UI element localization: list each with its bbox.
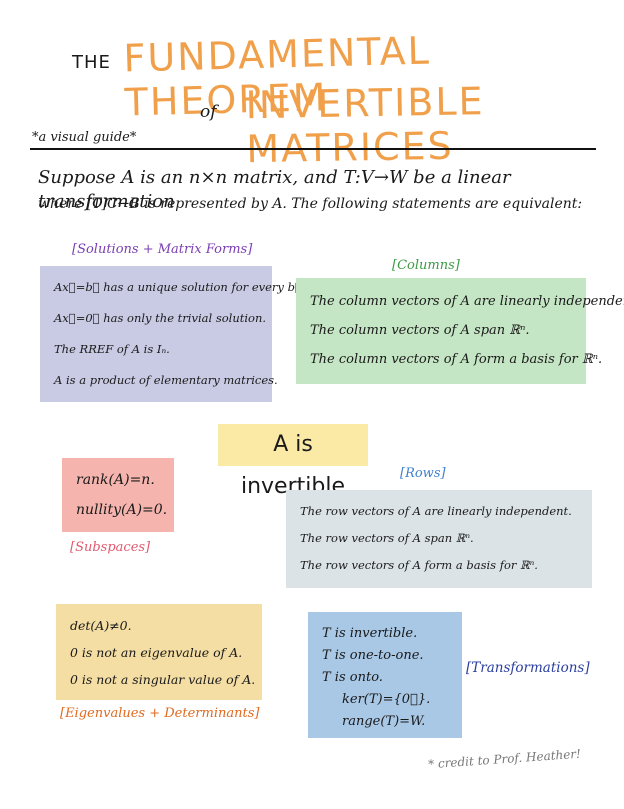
rows-line: The row vectors of A form a basis for ℝⁿ… xyxy=(300,558,538,572)
intro-line-2: where [T]C←B is represented by A. The fo… xyxy=(38,196,583,212)
solutions-line: Ax⃗=b⃗ has a unique solution for every b… xyxy=(54,280,329,294)
credit-note: * credit to Prof. Heather! xyxy=(427,746,582,772)
divider xyxy=(30,148,596,150)
transform-line: T is one-to-one. xyxy=(322,648,424,663)
columns-line: The column vectors of A are linearly ind… xyxy=(310,294,624,309)
solutions-line: A is a product of elementary matrices. xyxy=(54,373,278,387)
columns-line: The column vectors of A span ℝⁿ. xyxy=(310,323,530,338)
title-of: of xyxy=(200,102,217,122)
title-main-line2: INVERTIBLE MATRICES xyxy=(245,79,485,172)
transform-line: ker(T)={0⃗}. xyxy=(342,692,431,707)
subspaces-line: rank(A)=n. xyxy=(76,472,155,488)
columns-line: The column vectors of A form a basis for… xyxy=(310,352,603,367)
intro-line-1: Suppose A is an n×n matrix, and T:V→W be… xyxy=(38,167,511,212)
solutions-line: Ax⃗=0⃗ has only the trivial solution. xyxy=(54,311,267,325)
rows-box: The row vectors of A are linearly indepe… xyxy=(286,490,592,588)
center-statement: A is invertible xyxy=(218,424,368,499)
rows-label: [Rows] xyxy=(400,466,446,481)
transform-box: T is invertible. T is one-to-one. T is o… xyxy=(308,612,462,738)
subtitle: *a visual guide* xyxy=(32,130,137,145)
subspaces-label: [Subspaces] xyxy=(70,540,151,555)
eigen-line: 0 is not a singular value of A. xyxy=(70,672,256,687)
columns-label: [Columns] xyxy=(392,258,460,273)
eigen-label: [Eigenvalues + Determinants] xyxy=(60,706,260,721)
subspaces-box: rank(A)=n. nullity(A)=0. xyxy=(62,458,174,532)
solutions-line: The RREF of A is Iₙ. xyxy=(54,342,170,356)
eigen-line: det(A)≠0. xyxy=(70,618,132,633)
transform-line: T is onto. xyxy=(322,670,383,685)
eigen-line: 0 is not an eigenvalue of A. xyxy=(70,645,243,660)
rows-line: The row vectors of A are linearly indepe… xyxy=(300,504,572,518)
rows-line: The row vectors of A span ℝⁿ. xyxy=(300,531,474,545)
transform-label: [Transformations] xyxy=(466,660,590,676)
title-the: THE xyxy=(72,52,111,73)
transform-line: T is invertible. xyxy=(322,626,418,641)
columns-box: The column vectors of A are linearly ind… xyxy=(296,278,624,384)
transform-line: range(T)=W. xyxy=(342,714,426,729)
subspaces-line: nullity(A)=0. xyxy=(76,502,168,518)
solutions-box: Ax⃗=b⃗ has a unique solution for every b… xyxy=(40,266,329,402)
eigen-box: det(A)≠0. 0 is not an eigenvalue of A. 0… xyxy=(56,604,262,700)
solutions-label: [Solutions + Matrix Forms] xyxy=(72,242,253,257)
